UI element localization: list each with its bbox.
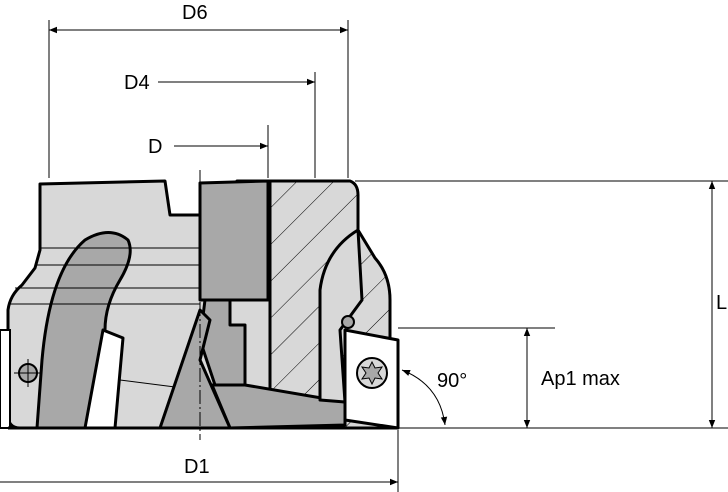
cutter-body bbox=[0, 170, 400, 440]
label-d6: D6 bbox=[182, 2, 208, 24]
label-ap1-max: Ap1 max bbox=[541, 368, 620, 390]
label-l: L bbox=[716, 292, 727, 314]
dimension-lines bbox=[0, 20, 728, 492]
label-d4: D4 bbox=[124, 72, 150, 94]
label-d: D bbox=[148, 136, 162, 158]
label-angle: 90° bbox=[437, 370, 467, 392]
label-d1: D1 bbox=[184, 456, 210, 478]
